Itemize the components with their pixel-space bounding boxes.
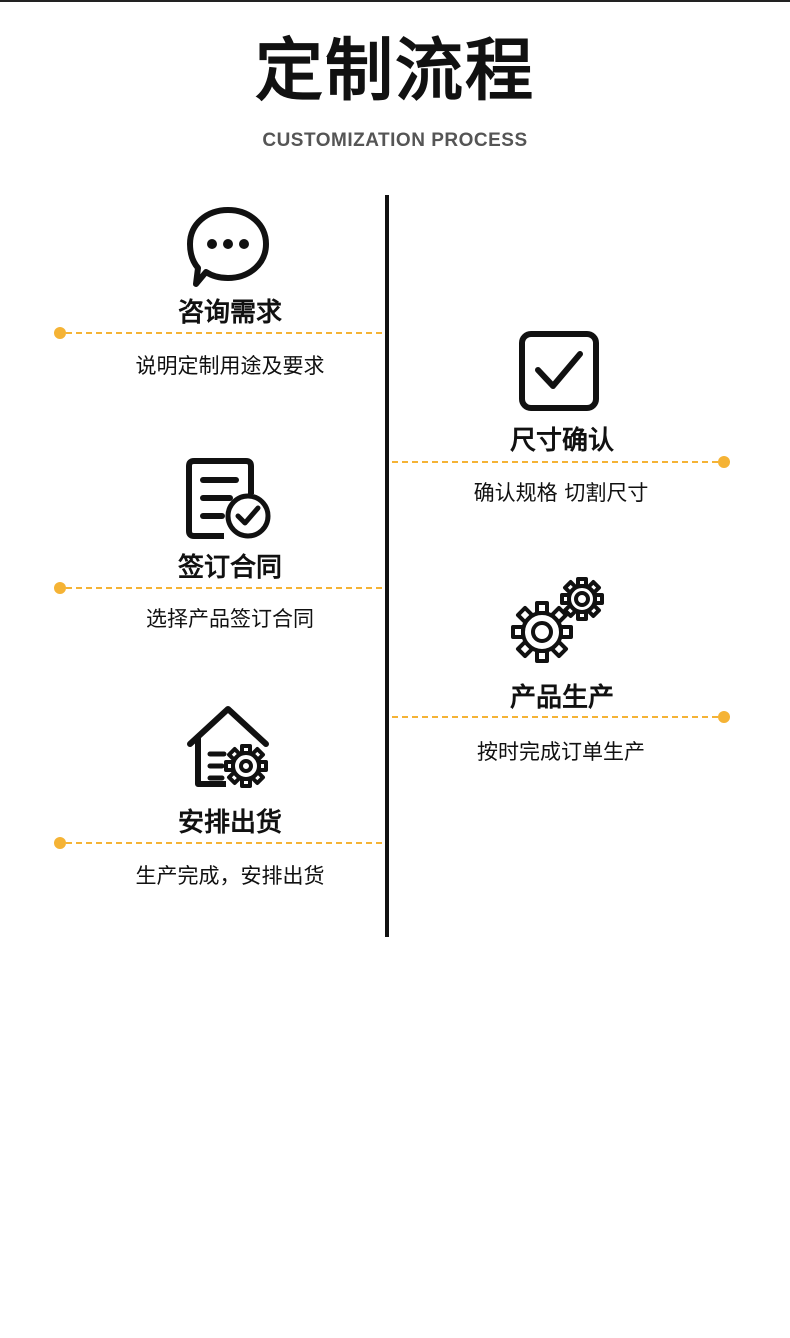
chat-bubble-icon (187, 207, 269, 287)
page-title: 定制流程 (254, 32, 535, 111)
step-description: 说明定制用途及要求 (135, 354, 325, 378)
contract-check-icon (186, 458, 271, 539)
timeline-line (385, 195, 389, 937)
checkbox-icon (519, 331, 599, 411)
step-title: 安排出货 (177, 808, 282, 838)
step-description: 按时完成订单生产 (477, 740, 645, 764)
step-title: 尺寸确认 (509, 426, 614, 456)
step-description: 确认规格 切割尺寸 (473, 481, 649, 505)
gears-icon (511, 577, 604, 663)
timeline-dot (718, 456, 730, 468)
dashed-connector (392, 716, 718, 718)
dashed-connector (66, 587, 382, 589)
warehouse-gear-icon (187, 706, 269, 788)
timeline-dot (54, 582, 66, 594)
top-border (0, 0, 790, 2)
dashed-connector (392, 461, 718, 463)
step-title: 产品生产 (509, 683, 614, 713)
page-subtitle: CUSTOMIZATION PROCESS (262, 130, 528, 151)
step-title: 咨询需求 (177, 298, 282, 328)
step-description: 选择产品签订合同 (146, 607, 314, 631)
step-title: 签订合同 (177, 553, 282, 583)
dashed-connector (66, 842, 382, 844)
step-description: 生产完成，安排出货 (135, 864, 325, 888)
timeline-dot (54, 327, 66, 339)
timeline-dot (54, 837, 66, 849)
timeline-dot (718, 711, 730, 723)
dashed-connector (66, 332, 382, 334)
